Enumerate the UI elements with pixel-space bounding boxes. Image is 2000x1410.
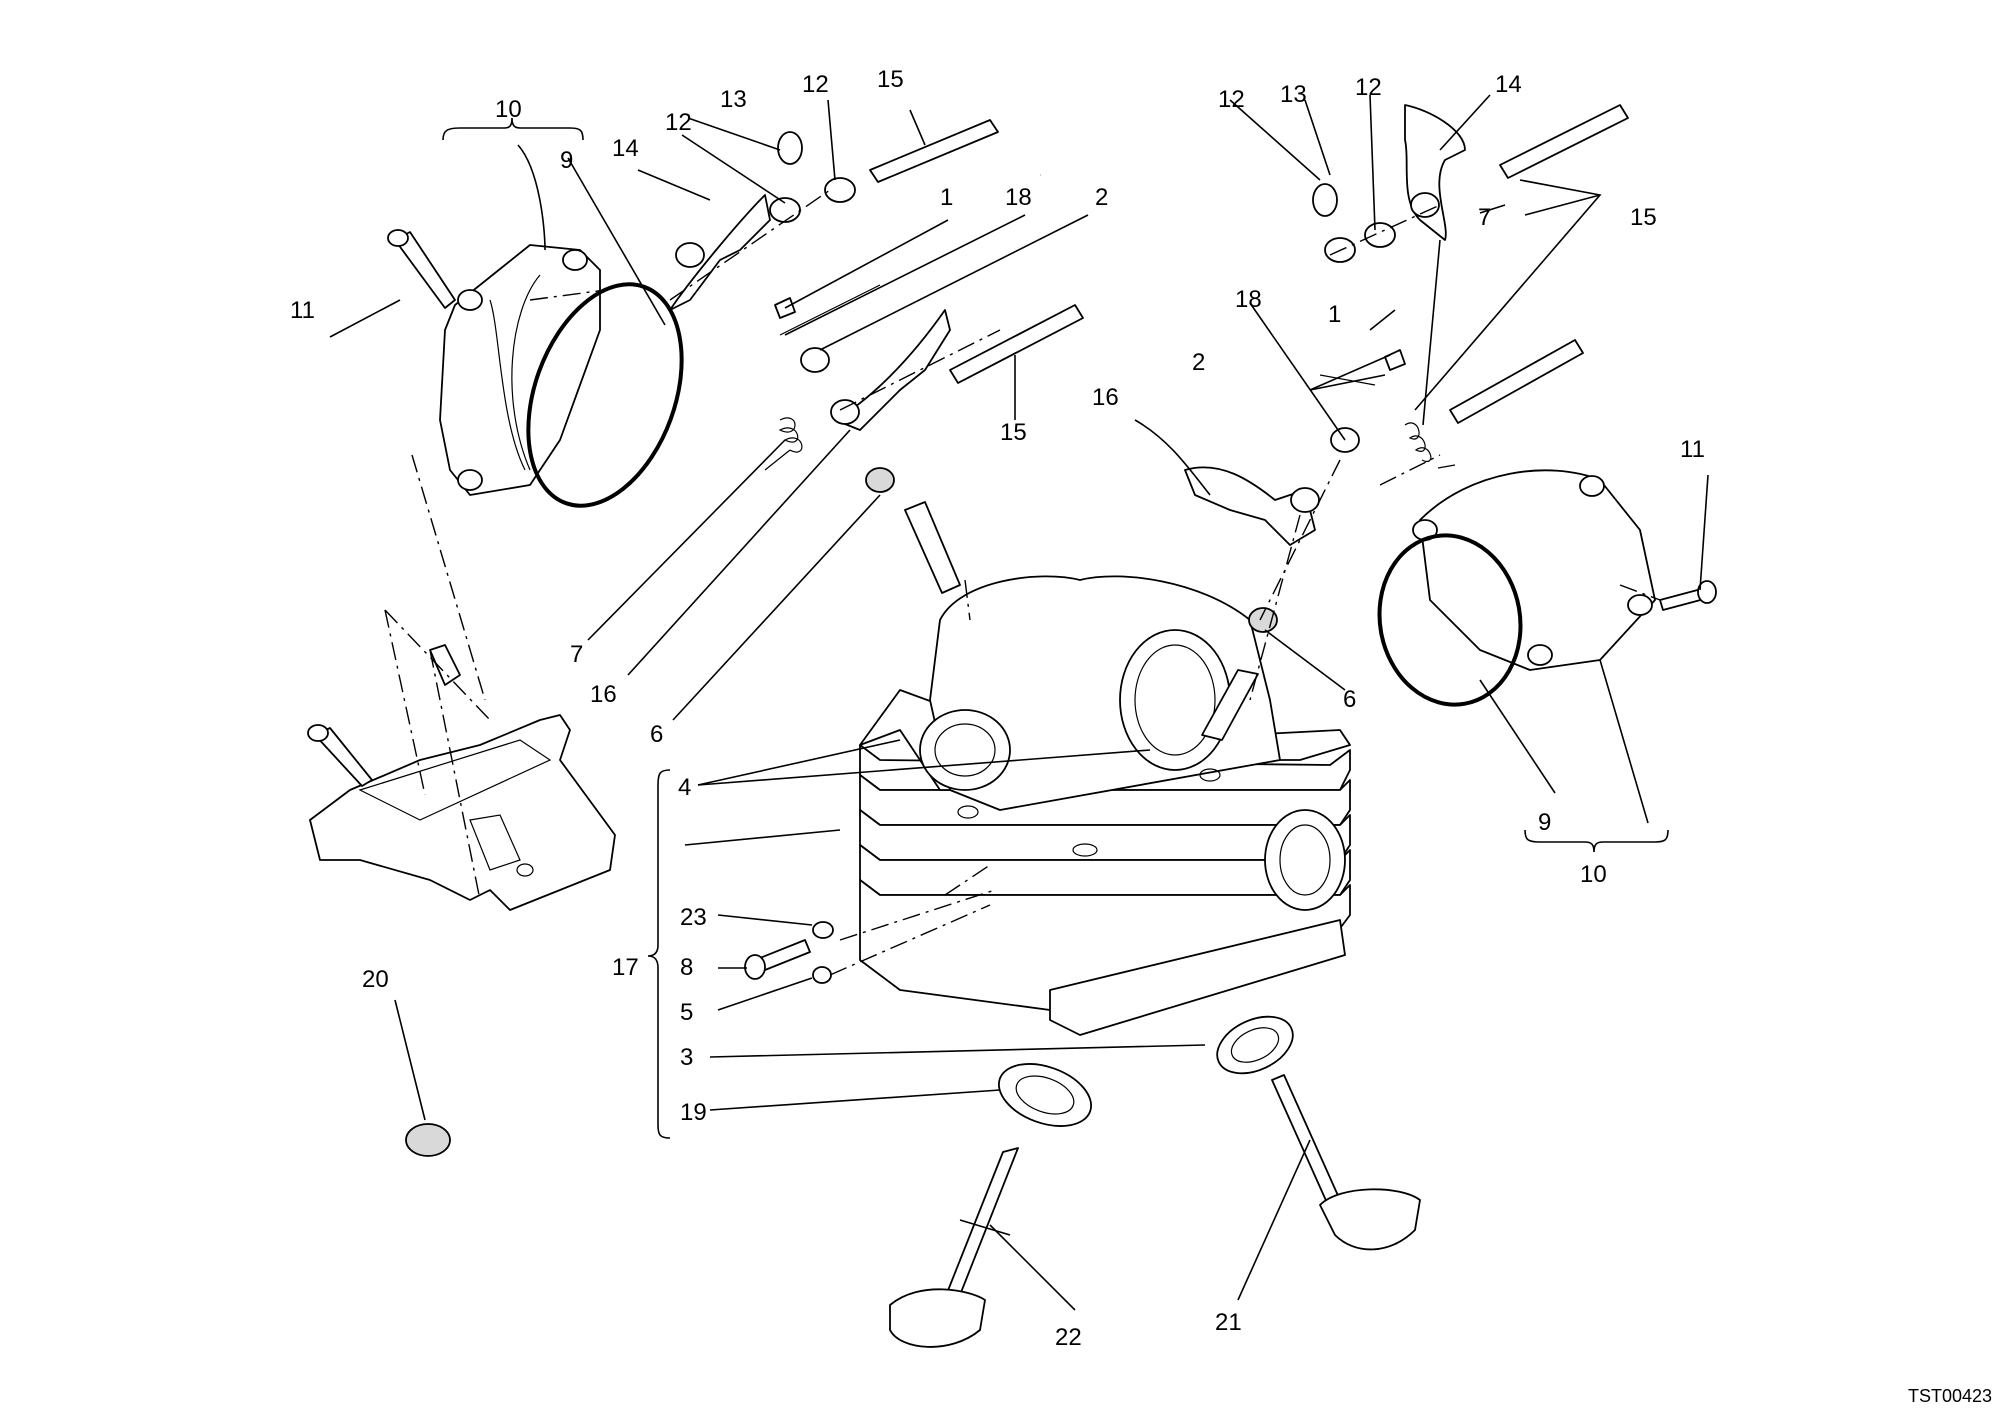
callout-13-left: 13	[720, 86, 747, 113]
callout-16-right: 16	[1092, 384, 1119, 411]
callout-17: 17	[612, 954, 639, 981]
washer-12b-right	[1364, 222, 1396, 248]
callout-12-right-a: 12	[1218, 86, 1245, 113]
plug-5	[812, 966, 832, 984]
valve-guide-left	[865, 467, 961, 594]
right-o-ring	[1377, 533, 1523, 707]
callout-2-right: 2	[1192, 349, 1205, 376]
rocker-arm-upper-right	[1404, 104, 1466, 241]
callout-15-right: 15	[1630, 204, 1657, 231]
screw-8	[744, 939, 811, 980]
leader-lines	[329, 94, 1709, 1311]
callout-7-right: 7	[1478, 204, 1491, 231]
callout-15-left-bottom: 15	[1000, 419, 1027, 446]
callout-4: 4	[678, 774, 691, 801]
callout-11-left: 11	[290, 297, 315, 324]
valve-seat-19	[997, 1063, 1093, 1127]
washer-23	[812, 921, 834, 939]
callout-1-right: 1	[1328, 301, 1341, 328]
callout-2-left: 2	[1095, 184, 1108, 211]
spring-right	[1404, 422, 1456, 469]
washer-12b-left	[824, 177, 856, 203]
callout-6-right: 6	[1343, 686, 1356, 713]
callout-8: 8	[680, 954, 693, 981]
callout-18-right: 18	[1235, 286, 1262, 313]
cylinder-head	[859, 575, 1351, 1036]
callout-19: 19	[680, 1099, 707, 1126]
callout-18-left: 18	[1005, 184, 1032, 211]
callout-10-right: 10	[1580, 861, 1607, 888]
rocker-arm-lower-right	[1184, 466, 1320, 546]
rocker-shaft-upper-left	[869, 119, 999, 183]
collar-2-left	[800, 347, 830, 373]
callout-3: 3	[680, 1044, 693, 1071]
callout-22: 22	[1055, 1324, 1082, 1351]
clip-18-left	[779, 284, 881, 336]
drawing-code: TST00423	[1908, 1386, 1992, 1406]
callout-5: 5	[680, 999, 693, 1026]
rocker-shaft-upper-right	[1499, 104, 1629, 179]
pin-1-right	[1384, 349, 1406, 371]
assembly-lines	[384, 189, 1661, 976]
callout-9-right: 9	[1538, 809, 1551, 836]
valve-22	[889, 1147, 1019, 1348]
callout-23: 23	[680, 904, 707, 931]
shim-13-right	[1312, 183, 1338, 217]
valve-seat-3	[1216, 1015, 1294, 1075]
callout-10-left: 10	[495, 96, 522, 123]
spring-left	[764, 417, 803, 471]
right-cover-screw	[1659, 580, 1717, 611]
braces	[442, 117, 1669, 1139]
callout-14-right: 14	[1495, 71, 1522, 98]
rocker-shaft-lower-left	[949, 304, 1084, 384]
rocker-arm-upper-left	[669, 194, 771, 311]
callout-6-left: 6	[650, 721, 663, 748]
callout-12-left-top: 12	[802, 71, 829, 98]
clip-18-right	[1319, 374, 1376, 386]
plug	[405, 1123, 451, 1157]
rocker-shaft-lower-right	[1449, 339, 1584, 424]
callout-labels: 10 9 11 13 12 12 15 14 1 18 2 15 7 16 6 …	[290, 66, 1992, 1406]
callout-11-right: 11	[1680, 436, 1705, 463]
callout-1-left: 1	[940, 184, 953, 211]
left-cover-screw	[387, 229, 456, 309]
valve-21	[1271, 1074, 1421, 1251]
callout-14-left: 14	[612, 135, 639, 162]
callout-21: 21	[1215, 1309, 1242, 1336]
callout-12-right-b: 12	[1355, 74, 1382, 101]
washer-12a-left	[769, 197, 801, 223]
right-valve-cover	[1412, 469, 1656, 671]
shim-13-left	[777, 131, 803, 165]
left-valve-cover	[439, 244, 601, 496]
mounting-bracket	[307, 644, 616, 911]
callout-7-left: 7	[570, 641, 583, 668]
callout-16-left: 16	[590, 681, 617, 708]
callout-13-right: 13	[1280, 81, 1307, 108]
callout-15-left-top: 15	[877, 66, 904, 93]
rocker-arm-lower-left	[830, 309, 951, 431]
callout-12-left: 12	[665, 109, 692, 136]
callout-9-left: 9	[560, 147, 573, 174]
left-o-ring	[526, 282, 684, 508]
callout-20: 20	[362, 966, 389, 993]
